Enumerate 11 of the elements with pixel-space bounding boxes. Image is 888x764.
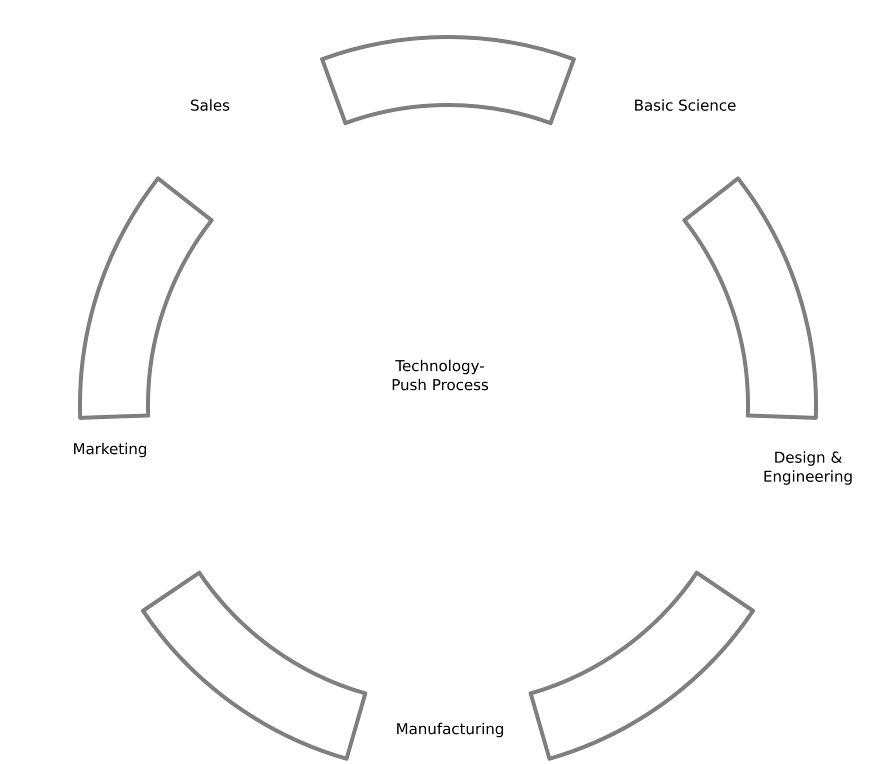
stage-label: Manufacturing: [397, 722, 503, 738]
arc-band: [682, 176, 818, 420]
stage-label: Sales: [191, 99, 230, 111]
arc-band: [320, 35, 576, 126]
stage-label: Design & Engineering: [764, 451, 852, 485]
arc-band: [78, 176, 214, 420]
arc-band: [528, 570, 756, 761]
stage-label: Basic Science: [635, 99, 736, 111]
stage-label: Technology-Push Process: [392, 360, 488, 390]
arc-band: [140, 570, 368, 761]
stage-label: Marketing: [74, 442, 146, 458]
